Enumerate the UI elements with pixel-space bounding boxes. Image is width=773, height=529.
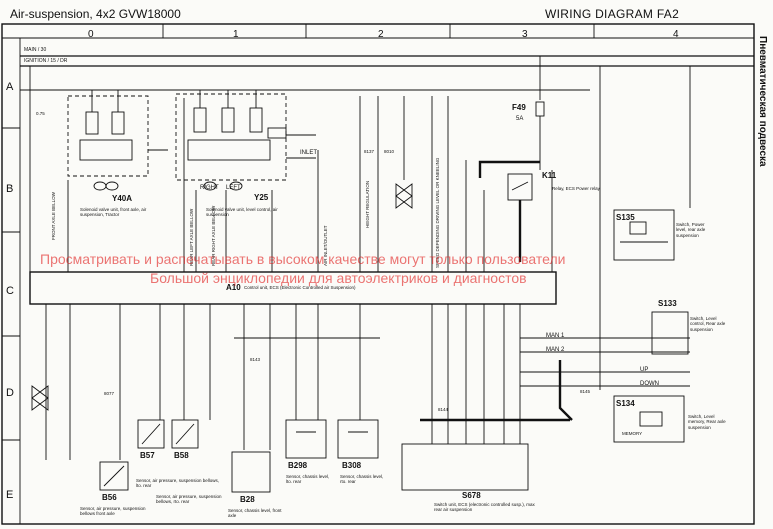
b298-desc: Sensor, chassis level, lto. rear — [286, 474, 330, 485]
wire-code: 8144 — [438, 407, 449, 412]
row-label-a: A — [6, 81, 14, 93]
b57-label: B57 — [140, 451, 155, 460]
k11-relay — [478, 160, 540, 262]
man2-label: MAN 2 — [546, 347, 565, 353]
column-label-1: 1 — [233, 29, 239, 40]
b308-desc: Sensor, chassis level, rto. rear — [340, 474, 384, 485]
s134-memory-label: MEMORY — [622, 431, 643, 436]
f49-label: F49 — [512, 103, 526, 112]
frame-border — [1, 23, 755, 525]
s133-label: S133 — [658, 299, 677, 308]
man1-label: MAN 1 — [546, 333, 565, 339]
b298-label: B298 — [288, 461, 308, 470]
left-label: LEFT — [226, 185, 241, 191]
column-dividers — [162, 24, 595, 38]
right-switches — [613, 209, 689, 443]
sensor-wiring — [45, 304, 521, 460]
control-lines — [420, 337, 690, 422]
wire-code: 8077 — [104, 391, 115, 396]
s678-label: S678 — [462, 491, 481, 500]
side-title: Пневматическая подвеска — [757, 36, 768, 167]
y40a-desc: Solenoid valve unit, front axle, air sus… — [80, 207, 147, 218]
b56-label: B56 — [102, 493, 117, 502]
wire-code: 0.75 — [36, 111, 45, 116]
wire-code: 8010 — [384, 149, 395, 154]
column-label-2: 2 — [378, 29, 384, 40]
row-label-e: E — [6, 489, 14, 501]
main-bus-label: MAIN / 30 — [24, 47, 47, 53]
s134-desc: Switch, Level memory, Rear axle suspensi… — [688, 414, 726, 430]
f49-rating: 5A — [516, 116, 524, 122]
bellows-symbols — [93, 181, 243, 191]
s678-switch-unit-box — [401, 443, 529, 491]
row-label-b: B — [6, 183, 14, 195]
loop-symbols — [31, 183, 413, 411]
f49-fuse — [535, 56, 545, 170]
wiring-diagram-code: WIRING DIAGRAM FA2 — [545, 7, 680, 21]
k11-label: K11 — [542, 171, 557, 180]
b58-label: B58 — [174, 451, 189, 460]
a10-input-wires — [29, 66, 691, 390]
column-label-3: 3 — [522, 29, 528, 40]
watermark-line-2: Большой энциклопедии для автоэлектриков … — [150, 270, 527, 286]
s133-desc: Switch, Level control, Rear axle suspens… — [690, 316, 726, 332]
row-label-c: C — [6, 285, 14, 297]
a10-control-unit-box — [29, 271, 557, 305]
b28-desc: Sensor, chassis level, front axle — [228, 508, 282, 519]
y40a-label: Y40A — [112, 194, 133, 203]
column-label-0: 0 — [88, 29, 94, 40]
k11-desc: Relay, ECS Power relay — [552, 186, 600, 191]
diagram-title: Air-suspension, 4x2 GVW18000 — [10, 7, 181, 21]
y40a-valve-unit — [67, 90, 168, 177]
front-axle-bellow-label: FRONT AXLE BELLOW — [51, 192, 56, 240]
s678-desc: Switch unit, ECS (electronic controlled … — [434, 502, 535, 513]
b308-label: B308 — [342, 461, 362, 470]
right-label: RIGHT — [200, 185, 219, 191]
b56-desc: Sensor, air pressure, suspension bellows… — [80, 506, 146, 517]
b28-label: B28 — [240, 495, 255, 504]
down-label: DOWN — [640, 381, 659, 387]
column-label-4: 4 — [673, 29, 679, 40]
y25-desc: Solenoid valve unit, level control, air … — [206, 207, 278, 218]
row-label-d: D — [6, 387, 14, 399]
y25-valve-unit — [175, 90, 316, 181]
s135-desc: Switch, Power level, rear axle suspensio… — [676, 222, 706, 238]
wire-code: 8143 — [250, 357, 261, 362]
height-regulation-label: HEIGHT REGULATION — [365, 180, 370, 228]
s134-label: S134 — [616, 399, 635, 408]
a10-desc: Control unit, ECS (Electronic Controlled… — [244, 285, 356, 290]
s135-label: S135 — [616, 213, 635, 222]
inlet-label: INLET — [300, 150, 318, 156]
b58-desc: Sensor, air pressure, suspension bellows… — [156, 494, 222, 505]
a10-label: A10 — [226, 283, 241, 292]
up-label: UP — [640, 367, 649, 373]
sensor-boxes — [99, 419, 379, 493]
y25-label: Y25 — [254, 193, 269, 202]
wire-code: 8137 — [364, 149, 375, 154]
ignition-bus-label: IGNITION / 15 / DR — [24, 58, 68, 64]
wire-code: 8145 — [580, 389, 591, 394]
row-dividers — [2, 127, 20, 441]
b57-desc: Sensor, air pressure, suspension bellows… — [136, 478, 220, 489]
watermark-line-1: Просматривать и распечатывать в высоком … — [40, 251, 566, 267]
